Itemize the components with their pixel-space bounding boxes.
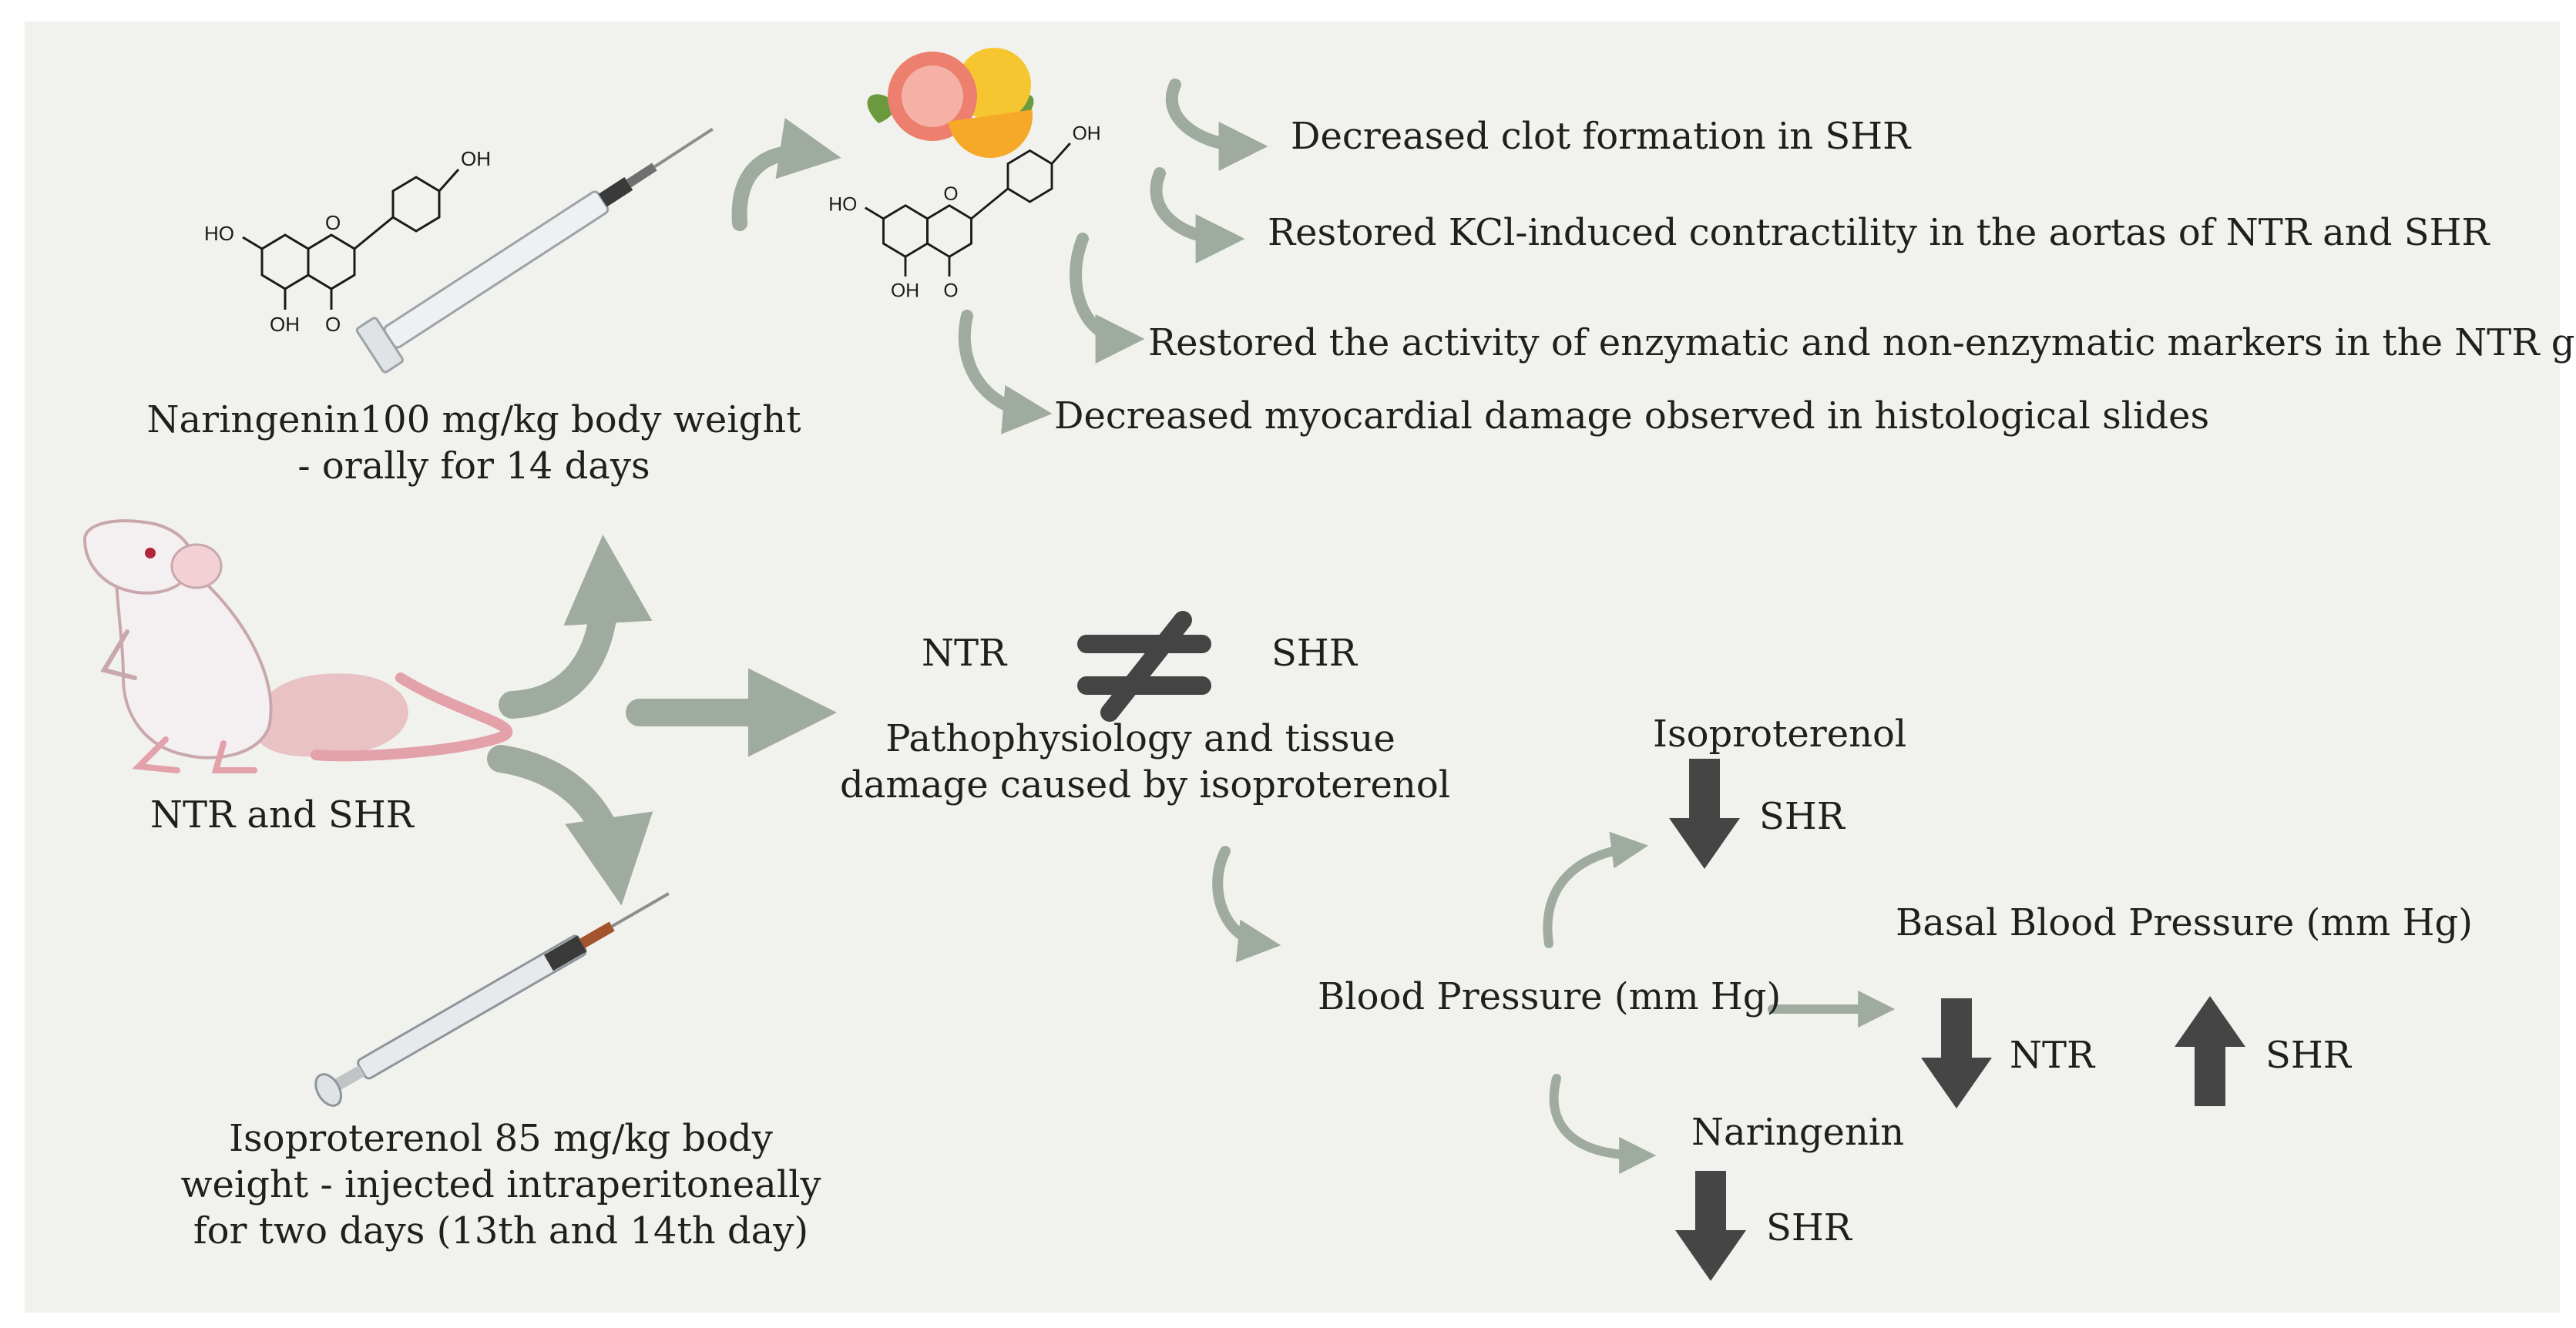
effect-clot-formation: Decreased clot formation in SHR <box>1291 115 1911 158</box>
bp-nar-shr-label: SHR <box>1766 1206 1852 1249</box>
naringenin-structure-icon: HO OH OH O O <box>204 147 491 336</box>
basal-ntr-down-arrow <box>1921 998 1992 1108</box>
ring-o-label: O <box>325 211 341 234</box>
rat-icon <box>82 519 513 773</box>
effect-myocardial-damage: Decreased myocardial damage observed in … <box>1054 394 2210 438</box>
diagram-canvas <box>25 22 2560 1313</box>
syringe-icon <box>314 892 670 1107</box>
oh-label: OH <box>461 147 491 170</box>
rat-group-label: NTR and SHR <box>150 793 414 837</box>
rat-to-isoproterenol-arrow <box>487 745 653 906</box>
ho-label: HO <box>204 222 234 245</box>
iso-dose-line: for two days (13th and 14th day) <box>193 1209 809 1253</box>
iso-dose-line: Isoproterenol 85 mg/kg body <box>229 1117 773 1160</box>
bp-iso-shr-label: SHR <box>1759 795 1845 838</box>
oh-label: OH <box>891 281 919 302</box>
not-equal-icon <box>1077 611 1211 722</box>
bp-to-isoproterenol-arrow <box>1543 831 1649 948</box>
effect-arrow-2 <box>1150 167 1245 263</box>
naringenin-dose-line: - orally for 14 days <box>297 444 650 488</box>
blood-pressure-label: Blood Pressure (mm Hg) <box>1318 975 1782 1018</box>
syringe-to-fruit-arrow <box>731 118 841 231</box>
bp-isoproterenol-label: Isoproterenol <box>1653 713 1907 756</box>
shr-label: SHR <box>1271 632 1357 675</box>
patho-to-bp-arrow <box>1212 846 1281 963</box>
basal-ntr-label: NTR <box>2010 1034 2095 1077</box>
rat-to-naringenin-arrow <box>499 534 653 719</box>
patho-line: damage caused by isoproterenol <box>840 763 1451 807</box>
naringenin-dose-label: Naringenin100 mg/kg body weight - orally… <box>146 397 801 489</box>
effect-kcl-contractility: Restored KCl-induced contractility in th… <box>1268 211 2490 254</box>
ntr-label: NTR <box>922 632 1007 675</box>
syringe-icon <box>355 127 714 374</box>
oh-label: OH <box>1073 123 1101 144</box>
effect-arrow-4 <box>958 310 1053 434</box>
pathophysiology-label: Pathophysiology and tissue damage caused… <box>840 716 1451 808</box>
effect-arrow-3 <box>1070 233 1145 364</box>
iso-shr-down-arrow <box>1669 759 1740 869</box>
effect-arrow-1 <box>1165 79 1268 171</box>
basal-shr-label: SHR <box>2265 1034 2351 1077</box>
nar-shr-down-arrow <box>1675 1171 1746 1281</box>
bp-naringenin-label: Naringenin <box>1691 1111 1905 1154</box>
patho-line: Pathophysiology and tissue <box>885 717 1395 760</box>
ring-o-label: O <box>943 184 958 205</box>
ho-label: HO <box>828 194 857 215</box>
oh-label: OH <box>270 313 300 336</box>
ketone-o-label: O <box>325 313 341 336</box>
naringenin-structure-icon: HO OH OH O O <box>828 123 1100 301</box>
isoproterenol-dose-label: Isoproterenol 85 mg/kg body weight - inj… <box>177 1115 825 1254</box>
naringenin-dose-line: Naringenin100 mg/kg body weight <box>146 398 801 441</box>
iso-dose-line: weight - injected intraperitoneally <box>180 1163 821 1206</box>
citrus-fruit-icon <box>867 48 1034 158</box>
basal-bp-label: Basal Blood Pressure (mm Hg) <box>1896 901 2473 944</box>
bp-to-naringenin-arrow <box>1549 1074 1657 1174</box>
effect-enzymatic-markers: Restored the activity of enzymatic and n… <box>1148 321 2576 364</box>
ketone-o-label: O <box>943 281 958 302</box>
basal-shr-up-arrow <box>2175 996 2245 1106</box>
